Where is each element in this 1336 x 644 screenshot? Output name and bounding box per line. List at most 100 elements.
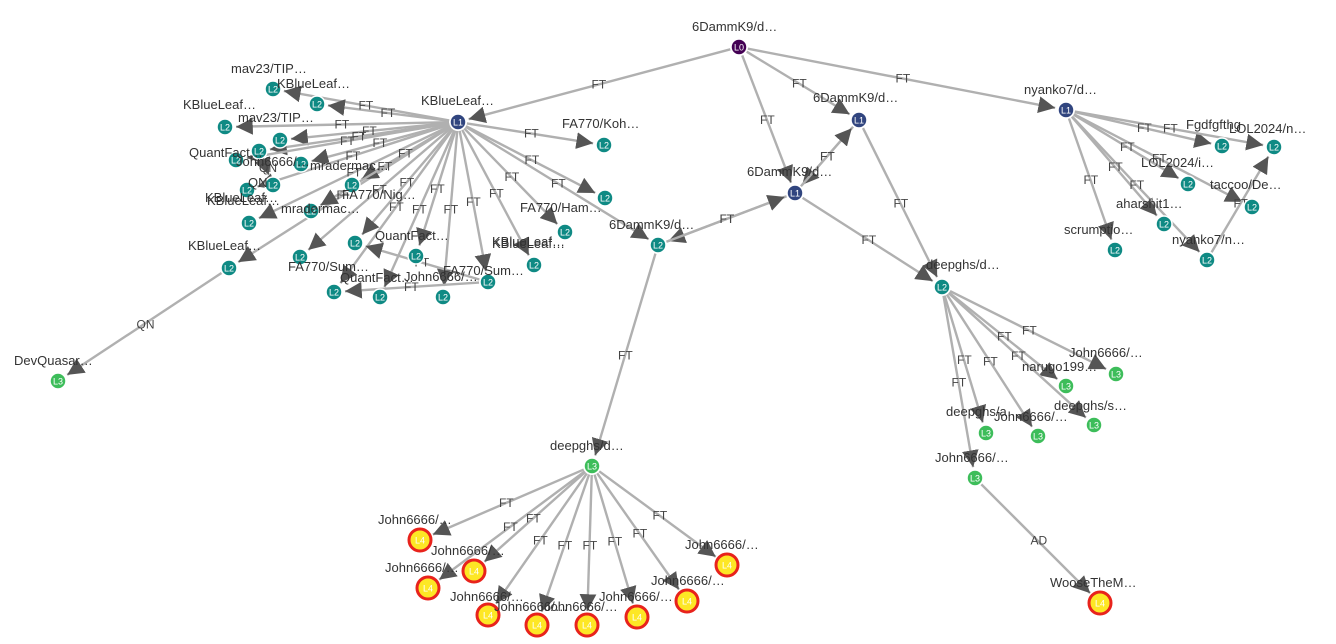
edge-n1-n25[interactable] (461, 129, 530, 256)
edge-n1-n8[interactable] (290, 121, 450, 146)
node-circle[interactable] (525, 256, 543, 274)
graph-node-l4[interactable]: L4 (574, 612, 600, 638)
edge-n1-n27[interactable] (465, 125, 596, 195)
edge-n1-n23[interactable] (383, 129, 456, 288)
edge-n4-n35[interactable] (1070, 116, 1158, 217)
edge-n1-n21[interactable] (458, 130, 492, 272)
graph-node-l1[interactable]: L1 (850, 111, 868, 129)
edge-n4-n31[interactable] (1074, 110, 1212, 148)
edge-n1-n6[interactable] (327, 99, 450, 123)
edge-n1-n20[interactable] (339, 128, 454, 284)
node-circle[interactable] (1085, 416, 1103, 434)
graph-node-l2[interactable]: L2 (343, 176, 361, 194)
node-circle[interactable] (1213, 137, 1231, 155)
graph-node-l2[interactable]: L2 (264, 80, 282, 98)
node-circle[interactable] (325, 283, 343, 301)
graph-node-l2[interactable]: L2 (220, 259, 238, 277)
edge-n1-n19[interactable] (361, 128, 454, 236)
node-circle[interactable] (786, 184, 804, 202)
edge-n39-n47[interactable] (483, 471, 587, 563)
graph-node-l2[interactable]: L2 (525, 256, 543, 274)
edge-n9-n14[interactable] (254, 156, 271, 176)
graph-node-l4[interactable]: L4 (475, 602, 501, 628)
node-circle[interactable] (1029, 427, 1047, 445)
node-circle[interactable] (227, 151, 245, 169)
edge-n1-n22[interactable] (437, 130, 459, 287)
graph-node-l2[interactable]: L2 (264, 176, 282, 194)
graph-node-l2[interactable]: L2 (1213, 137, 1231, 155)
node-circle[interactable] (250, 142, 268, 160)
graph-node-l2[interactable]: L2 (240, 214, 258, 232)
node-circle[interactable] (574, 612, 600, 638)
graph-node-l4[interactable]: L4 (524, 612, 550, 638)
graph-node-l2[interactable]: L2 (434, 288, 452, 306)
graph-node-l2[interactable]: L2 (346, 234, 364, 252)
graph-node-l4[interactable]: L4 (461, 558, 487, 584)
graph-node-l3[interactable]: L3 (583, 457, 601, 475)
node-circle[interactable] (966, 469, 984, 487)
graph-node-l2[interactable]: L2 (1198, 251, 1216, 269)
graph-node-l2[interactable]: L2 (216, 118, 234, 136)
graph-node-l2[interactable]: L2 (1106, 241, 1124, 259)
graph-node-l4[interactable]: L4 (407, 527, 433, 553)
node-circle[interactable] (1106, 241, 1124, 259)
graph-node-l1[interactable]: L1 (449, 113, 467, 131)
node-circle[interactable] (596, 189, 614, 207)
edge-n0-n3[interactable] (741, 54, 793, 184)
node-circle[interactable] (1155, 215, 1173, 233)
node-circle[interactable] (1243, 198, 1261, 216)
graph-node-l2[interactable]: L2 (227, 151, 245, 169)
node-circle[interactable] (850, 111, 868, 129)
edge-n30-n40[interactable] (949, 289, 1107, 371)
edge-n3-n30[interactable] (801, 196, 934, 283)
node-circle[interactable] (1107, 365, 1125, 383)
node-circle[interactable] (977, 424, 995, 442)
edge-n0-n2[interactable] (746, 50, 851, 116)
node-circle[interactable] (240, 214, 258, 232)
node-circle[interactable] (556, 223, 574, 241)
graph-node-l2[interactable]: L2 (302, 202, 320, 220)
graph-node-l1[interactable]: L1 (786, 184, 804, 202)
graph-node-l2[interactable]: L2 (238, 181, 256, 199)
edge-n39-n51[interactable] (539, 474, 591, 613)
edge-n29-n3[interactable] (665, 195, 786, 243)
node-circle[interactable] (346, 234, 364, 252)
graph-node-l2[interactable]: L2 (596, 189, 614, 207)
edge-n30-n43[interactable] (945, 293, 1034, 428)
edge-n1-n26[interactable] (466, 122, 594, 149)
edge-n1-n24[interactable] (416, 130, 457, 246)
node-circle[interactable] (264, 176, 282, 194)
node-circle[interactable] (220, 259, 238, 277)
graph-node-l3[interactable]: L3 (1085, 416, 1103, 434)
node-circle[interactable] (264, 80, 282, 98)
edge-n39-n52[interactable] (579, 474, 597, 612)
edge-n21-n19[interactable] (365, 242, 480, 281)
node-circle[interactable] (1179, 175, 1197, 193)
graph-node-l4[interactable]: L4 (674, 588, 700, 614)
edge-n1-n13[interactable] (258, 124, 451, 220)
graph-node-l2[interactable]: L2 (556, 223, 574, 241)
node-circle[interactable] (407, 247, 425, 265)
graph-node-l1[interactable]: L1 (1057, 101, 1075, 119)
graph-node-l3[interactable]: L3 (1029, 427, 1047, 445)
node-circle[interactable] (49, 372, 67, 390)
node-circle[interactable] (475, 602, 501, 628)
node-circle[interactable] (583, 457, 601, 475)
node-circle[interactable] (730, 38, 748, 56)
edge-n1-n11[interactable] (311, 123, 450, 165)
graph-node-l2[interactable]: L2 (291, 248, 309, 266)
edge-n1-n10[interactable] (246, 122, 450, 164)
graph-node-l3[interactable]: L3 (1057, 377, 1075, 395)
node-circle[interactable] (1198, 251, 1216, 269)
graph-node-l2[interactable]: L2 (1265, 138, 1283, 156)
graph-node-l4[interactable]: L4 (1087, 590, 1113, 616)
edge-n21-n20[interactable] (344, 281, 480, 299)
graph-node-l2[interactable]: L2 (1155, 215, 1173, 233)
node-circle[interactable] (674, 588, 700, 614)
edge-n12-n38[interactable] (66, 271, 223, 376)
node-circle[interactable] (308, 95, 326, 113)
graph-node-l2[interactable]: L2 (271, 131, 289, 149)
graph-node-l4[interactable]: L4 (624, 604, 650, 630)
node-circle[interactable] (714, 552, 740, 578)
edge-n39-n53[interactable] (593, 474, 637, 604)
